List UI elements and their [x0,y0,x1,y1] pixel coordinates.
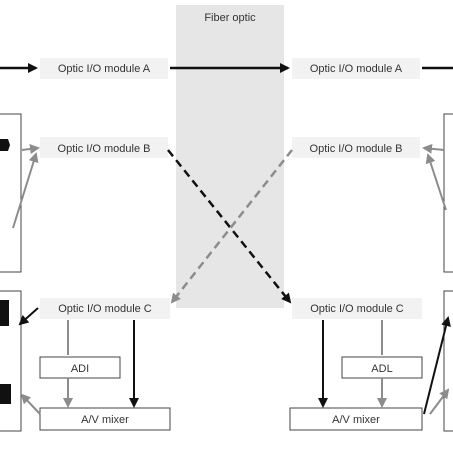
left-module-a-box [40,58,168,79]
left-adl-label: ADI [71,363,89,375]
right-device-box-upper [443,113,453,273]
left-module-b-box [40,137,168,158]
arrow-right-device-diagonal-to-module-b [425,153,447,211]
left-module-c-box [40,298,170,319]
device-icon [0,300,9,326]
speaker-icon [0,384,11,404]
right-module-b-label: Optic I/O module B [310,143,403,155]
fiber-optic-label: Fiber optic [204,12,256,24]
arrow-right-mixer-to-device-black [423,316,451,415]
left-device-box-upper [0,113,22,273]
left-mixer-box [39,407,171,431]
right-module-c-box [292,298,422,319]
arrow-left-mixer-to-device [20,393,41,415]
arrow-right-mixer-to-device-gray [429,388,450,415]
right-module-a-box [292,58,420,79]
right-mixer-label: A/V mixer [332,414,380,426]
camera-icon [0,139,10,151]
fiber-optic-channel [176,5,284,308]
arrow-left-module-c-to-device [18,307,39,326]
arrow-left-b-to-right-c-dashed [167,149,292,304]
arrow-right-b-to-left-c-dashed [170,149,293,304]
arrow-right-device-to-module-b [422,143,445,154]
right-device-box-lower [443,290,453,432]
left-adl-box [39,356,121,379]
left-module-c-label: Optic I/O module C [58,303,152,315]
right-adl-label: ADL [371,363,392,375]
right-mixer-box [289,407,423,431]
left-module-b-label: Optic I/O module B [58,143,151,155]
right-module-b-box [292,137,420,158]
left-module-a-label: Optic I/O module A [58,63,151,75]
left-mixer-label: A/V mixer [81,414,129,426]
arrow-left-device-to-module-b [21,144,40,154]
arrow-left-device-diagonal-to-module-b [12,152,39,229]
right-module-c-label: Optic I/O module C [310,303,404,315]
right-module-a-label: Optic I/O module A [310,63,403,75]
